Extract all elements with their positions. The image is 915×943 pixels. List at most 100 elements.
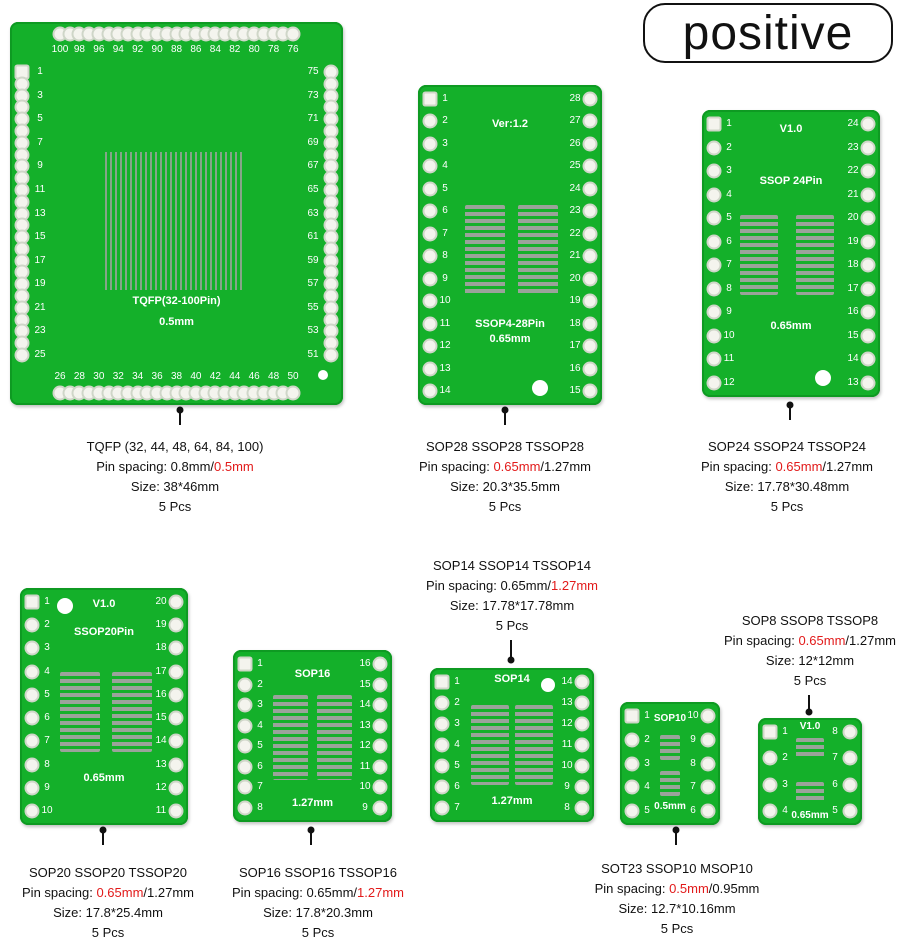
pin-number: 9 — [564, 781, 570, 792]
pin-hole — [26, 712, 38, 724]
pin-hole — [325, 278, 337, 290]
leader-line — [310, 830, 312, 845]
pin-hole — [424, 318, 436, 330]
pin-hole — [626, 781, 638, 793]
pin-number: 10 — [687, 710, 699, 721]
pin-number: 86 — [190, 44, 202, 55]
pin-hole — [862, 377, 874, 389]
pin-number: 14 — [439, 385, 451, 396]
pin-hole — [862, 212, 874, 224]
smd-pad-array — [273, 695, 308, 780]
pin-number: 11 — [34, 183, 46, 195]
pin-number: 1 — [644, 710, 650, 721]
silkscreen-label: 0.65mm — [770, 320, 812, 332]
pin-number: 2 — [726, 141, 732, 153]
pin-number: 6 — [690, 805, 696, 816]
quantity: 5 Pcs — [91, 925, 125, 940]
pin-number: 5 — [454, 760, 460, 771]
pin-hole — [862, 189, 874, 201]
pin-number: 17 — [34, 254, 46, 266]
pin-hole — [576, 802, 588, 814]
pin-number: 42 — [209, 371, 221, 382]
pin-number: 15 — [569, 385, 581, 396]
pin-hole — [64, 387, 76, 399]
pin-hole — [170, 619, 182, 631]
pin-number: 9 — [726, 306, 732, 318]
pin-hole — [26, 735, 38, 747]
silkscreen-label: 0.5mm — [654, 801, 686, 812]
pin-number: 13 — [439, 362, 451, 374]
pin-hole — [170, 782, 182, 794]
pin-hole — [702, 758, 714, 769]
pin-number: 8 — [442, 250, 448, 262]
pin-number: 67 — [307, 160, 319, 172]
pin-spacing-highlight: 0.65mm — [493, 459, 541, 474]
pin-number: 9 — [37, 160, 43, 172]
pin-hole — [239, 658, 251, 670]
pin-number: 20 — [569, 272, 581, 284]
pin-hole — [708, 118, 720, 130]
pin-hole — [170, 596, 182, 608]
pin-hole — [584, 228, 596, 240]
pin-hole — [862, 165, 874, 177]
pin-number: 2 — [454, 697, 460, 708]
pin-number: 17 — [847, 282, 859, 294]
pin-number: 22 — [569, 227, 581, 239]
pin-spacing-text: Pin spacing: — [594, 881, 670, 896]
pin-hole — [122, 28, 134, 40]
pin-number: 61 — [307, 231, 319, 243]
pin-number: 63 — [307, 207, 319, 219]
pin-hole — [325, 160, 337, 172]
pin-hole — [219, 387, 231, 399]
pcb-board-sop20 — [20, 588, 188, 825]
board-size: Size: 17.78*17.78mm — [449, 598, 575, 613]
pin-hole — [151, 387, 163, 399]
pin-number: 4 — [257, 719, 263, 731]
pin-hole — [239, 720, 251, 732]
pin-hole — [764, 752, 776, 764]
pin-hole — [325, 196, 337, 208]
pin-hole — [708, 142, 720, 154]
pin-hole — [170, 759, 182, 771]
pin-number: 5 — [832, 805, 838, 816]
pin-number: 90 — [151, 44, 163, 55]
pin-number: 11 — [723, 353, 735, 365]
pin-hole — [862, 330, 874, 342]
pin-hole — [248, 387, 260, 399]
pin-number: 2 — [44, 619, 50, 631]
pin-spacing-text: Pin spacing: 0.8mm/ — [96, 459, 215, 474]
pin-hole — [325, 66, 337, 78]
pin-number: 82 — [229, 44, 241, 55]
pin-hole — [325, 255, 337, 267]
pin-hole — [424, 340, 436, 352]
pin-hole — [708, 236, 720, 248]
pcb-board-sop28 — [418, 85, 602, 405]
pin-hole — [325, 125, 337, 137]
pin-hole — [702, 734, 714, 746]
positive-badge: positive — [643, 3, 893, 63]
pin-hole — [862, 283, 874, 295]
pin-number: 21 — [569, 250, 581, 262]
pin-number: 23 — [34, 325, 46, 337]
quantity: 5 Pcs — [793, 673, 827, 688]
smd-pad-array — [740, 215, 778, 295]
pin-spacing-highlight: 0.65mm — [775, 459, 823, 474]
pin-number: 20 — [847, 212, 859, 224]
pin-hole — [374, 740, 386, 752]
pin-number: 4 — [782, 805, 788, 816]
mount-hole — [541, 678, 555, 692]
pin-number: 13 — [561, 697, 573, 708]
pin-hole — [844, 726, 856, 738]
pin-hole — [248, 28, 260, 40]
pin-number: 28 — [569, 93, 581, 104]
leader-dot — [307, 826, 315, 834]
pin-spacing: Pin spacing: 0.65mm/1.27mm — [724, 631, 896, 651]
pin-hole — [844, 752, 856, 764]
pin-hole — [26, 666, 38, 678]
pin-hole — [576, 676, 588, 688]
pin-number: 7 — [832, 752, 838, 764]
pin-number: 19 — [155, 619, 167, 631]
pin-hole — [325, 290, 337, 302]
pin-spacing: Pin spacing: 0.65mm/1.27mm — [426, 576, 598, 596]
pin-hole — [862, 259, 874, 271]
